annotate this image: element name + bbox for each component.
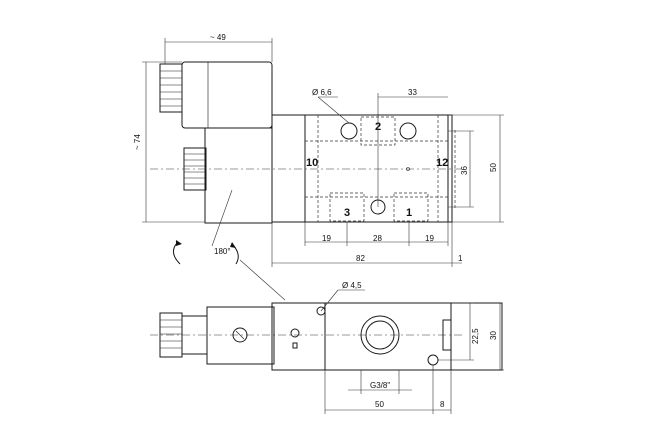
port-1-outline	[393, 192, 429, 222]
port-circle	[360, 315, 400, 355]
mounting-hole	[399, 122, 417, 140]
dim-28-label: 28	[373, 234, 382, 243]
dim-33-label: 33	[408, 88, 417, 97]
valve-body	[271, 114, 453, 223]
coil-body-side	[206, 306, 275, 365]
dim-19a-label: 19	[322, 234, 331, 243]
rotation-label: 180°	[214, 247, 231, 256]
dim-width-label: ~ 49	[210, 33, 226, 42]
screw-icon	[232, 327, 248, 343]
dim-50-side-label: 50	[375, 400, 384, 409]
rotation-indicator: 180°	[173, 240, 239, 265]
dim-82-label: 82	[356, 254, 365, 263]
dim-225-label: 22,5	[471, 328, 480, 344]
port-3-outline	[329, 192, 365, 222]
bottom-view: Ø 4,5 22,5 30 G3/8" 50 8	[150, 259, 504, 414]
dim-8-label: 8	[440, 400, 445, 409]
coil-body	[204, 127, 273, 224]
dim-50-label: 50	[489, 163, 498, 172]
top-view: 2 3 1 10 12 ~ 49 ~ 74 Ø 6,6 33 36 50	[133, 33, 504, 267]
coil-housing	[181, 61, 273, 129]
mounting-hole	[340, 122, 358, 140]
dim-30-label: 30	[489, 331, 498, 340]
small-hole	[316, 306, 326, 316]
dim-36-label: 36	[460, 166, 469, 175]
dim-hole-side-label: Ø 4,5	[342, 281, 362, 290]
port-10-label: 10	[306, 157, 318, 169]
valve-body-side	[271, 302, 503, 371]
small-hole	[427, 354, 439, 366]
port-3-label: 3	[344, 207, 350, 219]
dim-hole-label: Ø 6,6	[312, 88, 332, 97]
dim-1-label: 1	[458, 254, 463, 263]
port-12-label: 12	[436, 157, 448, 169]
dim-19b-label: 19	[425, 234, 434, 243]
dim-thread-label: G3/8"	[370, 381, 390, 390]
port-1-label: 1	[406, 207, 412, 219]
dim-height-label: ~ 74	[133, 134, 142, 150]
